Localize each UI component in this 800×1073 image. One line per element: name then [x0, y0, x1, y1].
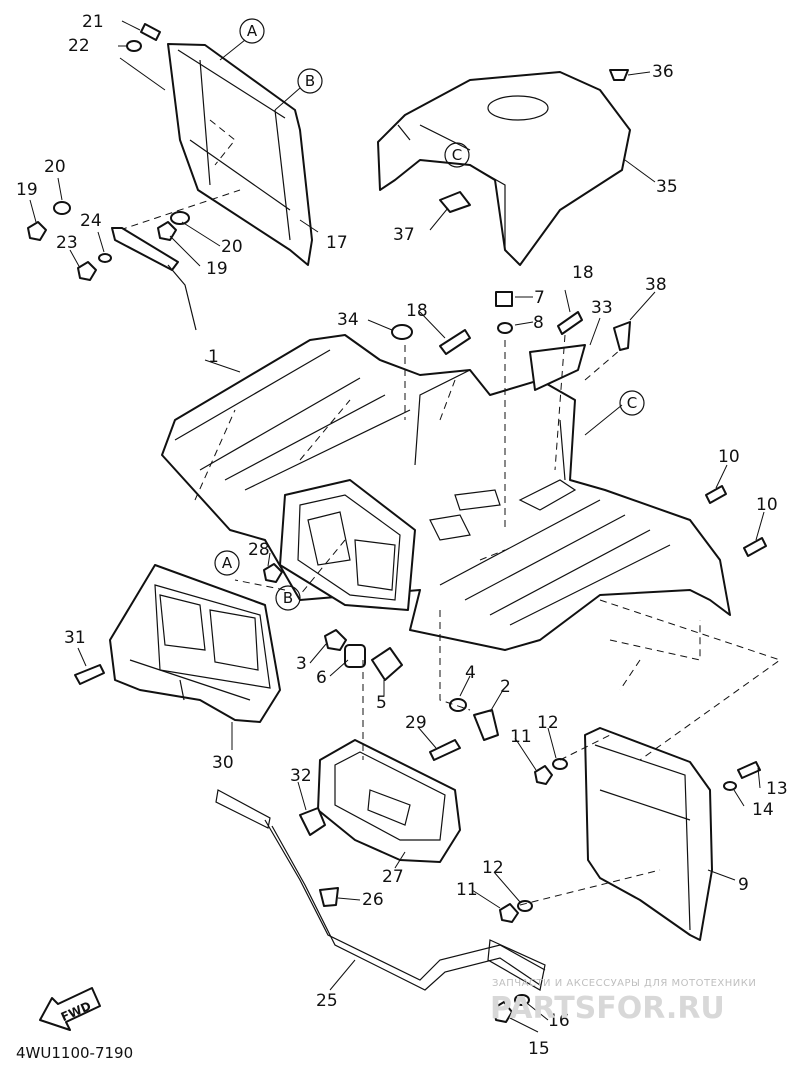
- callout-22: 22: [68, 36, 90, 56]
- fwd-arrow: FWD: [39, 987, 101, 1031]
- callout-9: 9: [738, 875, 749, 895]
- callout-30: 30: [212, 753, 234, 773]
- callout-34: 34: [337, 310, 359, 330]
- watermark-logo: PARTSFOR.RU: [490, 991, 725, 1026]
- watermark-caption: ЗАПЧАСТИ И АКСЕССУАРЫ ДЛЯ МОТОТЕХНИКИ: [492, 978, 756, 989]
- callout-32: 32: [290, 766, 312, 786]
- callout-6: 6: [316, 668, 327, 688]
- stay-25: [215, 789, 546, 991]
- callout-13: 13: [766, 779, 788, 799]
- tray-27: [317, 739, 461, 863]
- leader-lines: [29, 20, 765, 1033]
- ref-b-top: B: [305, 72, 315, 90]
- headlight-bezel-30: [109, 564, 281, 723]
- callout-37: 37: [393, 225, 415, 245]
- callout-5: 5: [376, 693, 387, 713]
- callout-12-top: 12: [537, 713, 559, 733]
- callout-20-right: 20: [221, 237, 243, 257]
- mud-flap-9: [584, 727, 713, 941]
- callout-35: 35: [656, 177, 678, 197]
- callout-2: 2: [500, 677, 511, 697]
- ref-a-top: A: [247, 22, 258, 40]
- callout-1: 1: [208, 347, 219, 367]
- document-code: 4WU1100-7190: [16, 1044, 133, 1062]
- callout-29: 29: [405, 713, 427, 733]
- callout-19-left: 19: [16, 180, 38, 200]
- callout-15: 15: [528, 1039, 550, 1059]
- callout-16: 16: [548, 1011, 570, 1031]
- callout-26: 26: [362, 890, 384, 910]
- callout-31: 31: [64, 628, 86, 648]
- callout-12-bottom: 12: [482, 858, 504, 878]
- hardware: [27, 23, 767, 1023]
- callout-24: 24: [80, 211, 102, 231]
- callout-18-left: 18: [406, 301, 428, 321]
- callout-28: 28: [248, 540, 270, 560]
- top-cover-35: [377, 71, 631, 266]
- ref-circle-b-top: [297, 68, 323, 94]
- assembly-lines: [194, 334, 782, 906]
- callout-3: 3: [296, 654, 307, 674]
- callout-23: 23: [56, 233, 78, 253]
- callout-8: 8: [533, 313, 544, 333]
- ref-circle-c-top: [444, 142, 470, 168]
- callout-25: 25: [316, 991, 338, 1011]
- callout-21: 21: [82, 12, 104, 32]
- callout-36: 36: [652, 62, 674, 82]
- callout-10-top: 10: [718, 447, 740, 467]
- callouts: 21 22 20 19 24 23 20 19 17 36 35 37 18 3…: [16, 12, 788, 1059]
- ref-circle-a-top: [239, 18, 265, 44]
- ref-circle-b-mid: [275, 585, 301, 611]
- callout-4: 4: [465, 663, 476, 683]
- callout-10-bottom: 10: [756, 495, 778, 515]
- side-panel-17: [119, 43, 313, 266]
- callout-33: 33: [591, 298, 613, 318]
- callout-17: 17: [326, 233, 348, 253]
- callout-11-top: 11: [510, 727, 532, 747]
- ref-circle-c-mid: [619, 390, 645, 416]
- front-fender-1: [161, 334, 731, 651]
- ref-c-top: C: [452, 146, 462, 164]
- callout-11-bottom: 11: [456, 880, 478, 900]
- ref-circle-a-mid: [214, 550, 240, 576]
- callout-7: 7: [534, 288, 545, 308]
- callout-27: 27: [382, 867, 404, 887]
- callout-18-right: 18: [572, 263, 594, 283]
- bracket-left: [111, 227, 197, 331]
- callout-38: 38: [645, 275, 667, 295]
- reference-circles: A B C C A B: [214, 18, 645, 611]
- ref-b-mid: B: [283, 589, 293, 607]
- callout-20-left: 20: [44, 157, 66, 177]
- ref-c-mid: C: [627, 394, 637, 412]
- ref-a-mid: A: [222, 554, 233, 572]
- callout-19-right: 19: [206, 259, 228, 279]
- callout-14: 14: [752, 800, 774, 820]
